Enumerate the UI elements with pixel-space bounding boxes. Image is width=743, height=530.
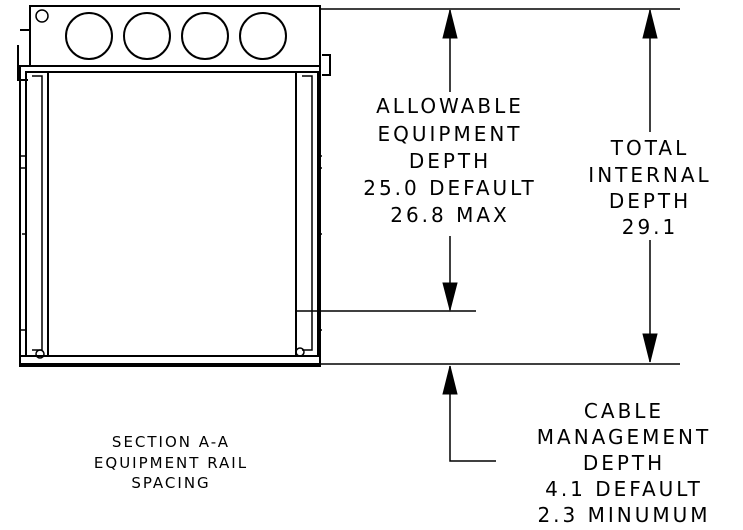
total-line-4: 29.1 bbox=[622, 215, 679, 239]
cable-line-1: CABLE bbox=[584, 399, 664, 423]
left-rail-ticks bbox=[20, 155, 26, 331]
extension-lines bbox=[296, 8, 680, 365]
allowable-depth-label: ALLOWABLE EQUIPMENT DEPTH 25.0 DEFAULT 2… bbox=[363, 94, 537, 227]
cable-line-2: MANAGEMENT bbox=[537, 425, 711, 449]
cable-depth-label: CABLE MANAGEMENT DEPTH 4.1 DEFAULT 2.3 M… bbox=[537, 399, 711, 527]
allowable-depth-dimension bbox=[442, 9, 458, 312]
bottom-left-fastener bbox=[35, 349, 45, 359]
allowable-line-4: 25.0 DEFAULT bbox=[363, 176, 537, 200]
total-arrow-top bbox=[642, 9, 658, 39]
section-label: SECTION A-A EQUIPMENT RAIL SPACING bbox=[94, 433, 248, 492]
section-line-3: SPACING bbox=[131, 474, 210, 492]
right-hinge bbox=[322, 54, 331, 76]
cable-leader-line bbox=[449, 366, 496, 462]
right-rail-ticks bbox=[318, 155, 322, 331]
allowable-arrow-bottom bbox=[442, 282, 458, 312]
cabinet-frame bbox=[19, 65, 321, 367]
left-rail bbox=[25, 71, 49, 357]
allowable-line-5: 26.8 MAX bbox=[390, 203, 510, 227]
cable-line-3: DEPTH bbox=[583, 451, 665, 475]
left-rail-inner bbox=[32, 75, 43, 351]
total-line-2: INTERNAL bbox=[588, 163, 711, 187]
allowable-line-3: DEPTH bbox=[409, 149, 491, 173]
total-line-1: TOTAL bbox=[610, 136, 689, 160]
total-depth-dimension bbox=[642, 9, 658, 363]
total-depth-label: TOTAL INTERNAL DEPTH 29.1 bbox=[588, 136, 711, 239]
bottom-right-fastener bbox=[295, 347, 305, 357]
left-hinge bbox=[17, 29, 30, 81]
total-arrow-bottom bbox=[642, 333, 658, 363]
section-line-2: EQUIPMENT RAIL bbox=[94, 454, 248, 472]
cable-line-4: 4.1 DEFAULT bbox=[545, 477, 703, 501]
allowable-arrow-top bbox=[442, 9, 458, 39]
top-cable-tray bbox=[29, 5, 321, 67]
allowable-line-1: ALLOWABLE bbox=[376, 94, 524, 118]
rack-cabinet bbox=[17, 5, 331, 367]
cable-management-leader bbox=[442, 365, 496, 462]
cable-port-3 bbox=[181, 12, 229, 60]
cable-port-1 bbox=[65, 12, 113, 60]
total-line-3: DEPTH bbox=[609, 189, 691, 213]
small-port bbox=[35, 9, 49, 23]
cable-line-5: 2.3 MINUMUM bbox=[537, 503, 710, 527]
right-rail bbox=[295, 71, 319, 357]
section-line-1: SECTION A-A bbox=[112, 433, 230, 451]
allowable-line-2: EQUIPMENT bbox=[377, 122, 522, 146]
right-rail-inner bbox=[302, 75, 313, 351]
cable-port-4 bbox=[239, 12, 287, 60]
cable-port-2 bbox=[123, 12, 171, 60]
